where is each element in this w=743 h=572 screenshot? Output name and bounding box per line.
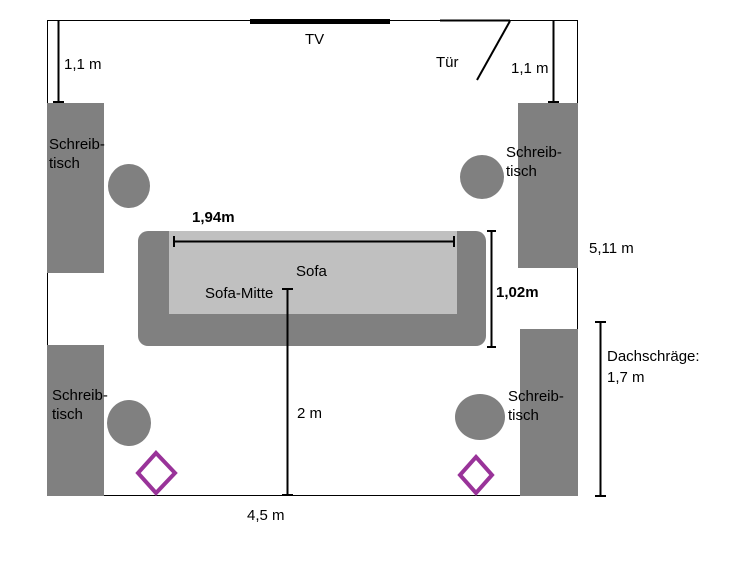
door-leaf bbox=[476, 20, 511, 81]
tv-label: TV bbox=[305, 31, 324, 48]
room-depth-label: 5,11 m bbox=[589, 240, 634, 257]
marker-right bbox=[457, 453, 495, 497]
desk-top-right-label: Schreib- tisch bbox=[506, 144, 566, 180]
sofa-seat bbox=[169, 231, 457, 314]
sofa-depth-label: 1,02m bbox=[496, 284, 539, 301]
desk-top-left-label: Schreib- tisch bbox=[49, 136, 109, 172]
sofa-center-label: Sofa-Mitte bbox=[205, 285, 273, 302]
chair-top-right bbox=[460, 155, 504, 199]
sofa-label: Sofa bbox=[296, 263, 328, 280]
desk-top-right bbox=[518, 103, 578, 268]
desk-bottom-right-label: Schreib- tisch bbox=[508, 388, 568, 424]
desk-top-left bbox=[47, 103, 104, 273]
sofa-width-label: 1,94m bbox=[192, 209, 235, 226]
desk-bottom-left bbox=[47, 345, 104, 496]
door-label: Tür bbox=[436, 54, 459, 71]
desk-bottom-right bbox=[520, 329, 578, 496]
chair-bottom-right bbox=[455, 394, 505, 440]
top-right-gap-label: 1,1 m bbox=[511, 60, 549, 77]
marker-left bbox=[135, 450, 178, 496]
center-to-wall-label: 2 m bbox=[297, 405, 322, 422]
slope-label: Dachschräge: 1,7 m bbox=[607, 348, 704, 386]
room-width-label: 4,5 m bbox=[247, 507, 285, 524]
chair-top-left bbox=[108, 164, 150, 208]
chair-bottom-left bbox=[107, 400, 151, 446]
top-left-gap-label: 1,1 m bbox=[64, 56, 102, 73]
desk-bottom-left-label: Schreib- tisch bbox=[52, 387, 112, 423]
